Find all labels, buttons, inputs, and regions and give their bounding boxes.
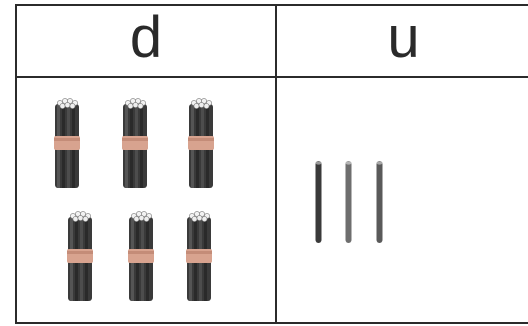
ones-header: u [277, 6, 528, 76]
bundle-of-ten-sticks-icon [186, 211, 212, 303]
header-divider [17, 76, 528, 78]
bundle-of-ten-sticks-icon [188, 98, 214, 190]
bundle-of-ten-sticks-icon [54, 98, 80, 190]
single-stick-icon [344, 161, 353, 243]
tens-header-label: d [130, 9, 162, 67]
bundle-of-ten-sticks-icon [67, 211, 93, 303]
single-stick-icon [375, 161, 384, 243]
place-value-table: d u [15, 4, 528, 324]
tens-header: d [17, 6, 275, 76]
single-stick-icon [314, 161, 323, 243]
ones-header-label: u [387, 9, 419, 67]
bundle-of-ten-sticks-icon [122, 98, 148, 190]
bundle-of-ten-sticks-icon [128, 211, 154, 303]
